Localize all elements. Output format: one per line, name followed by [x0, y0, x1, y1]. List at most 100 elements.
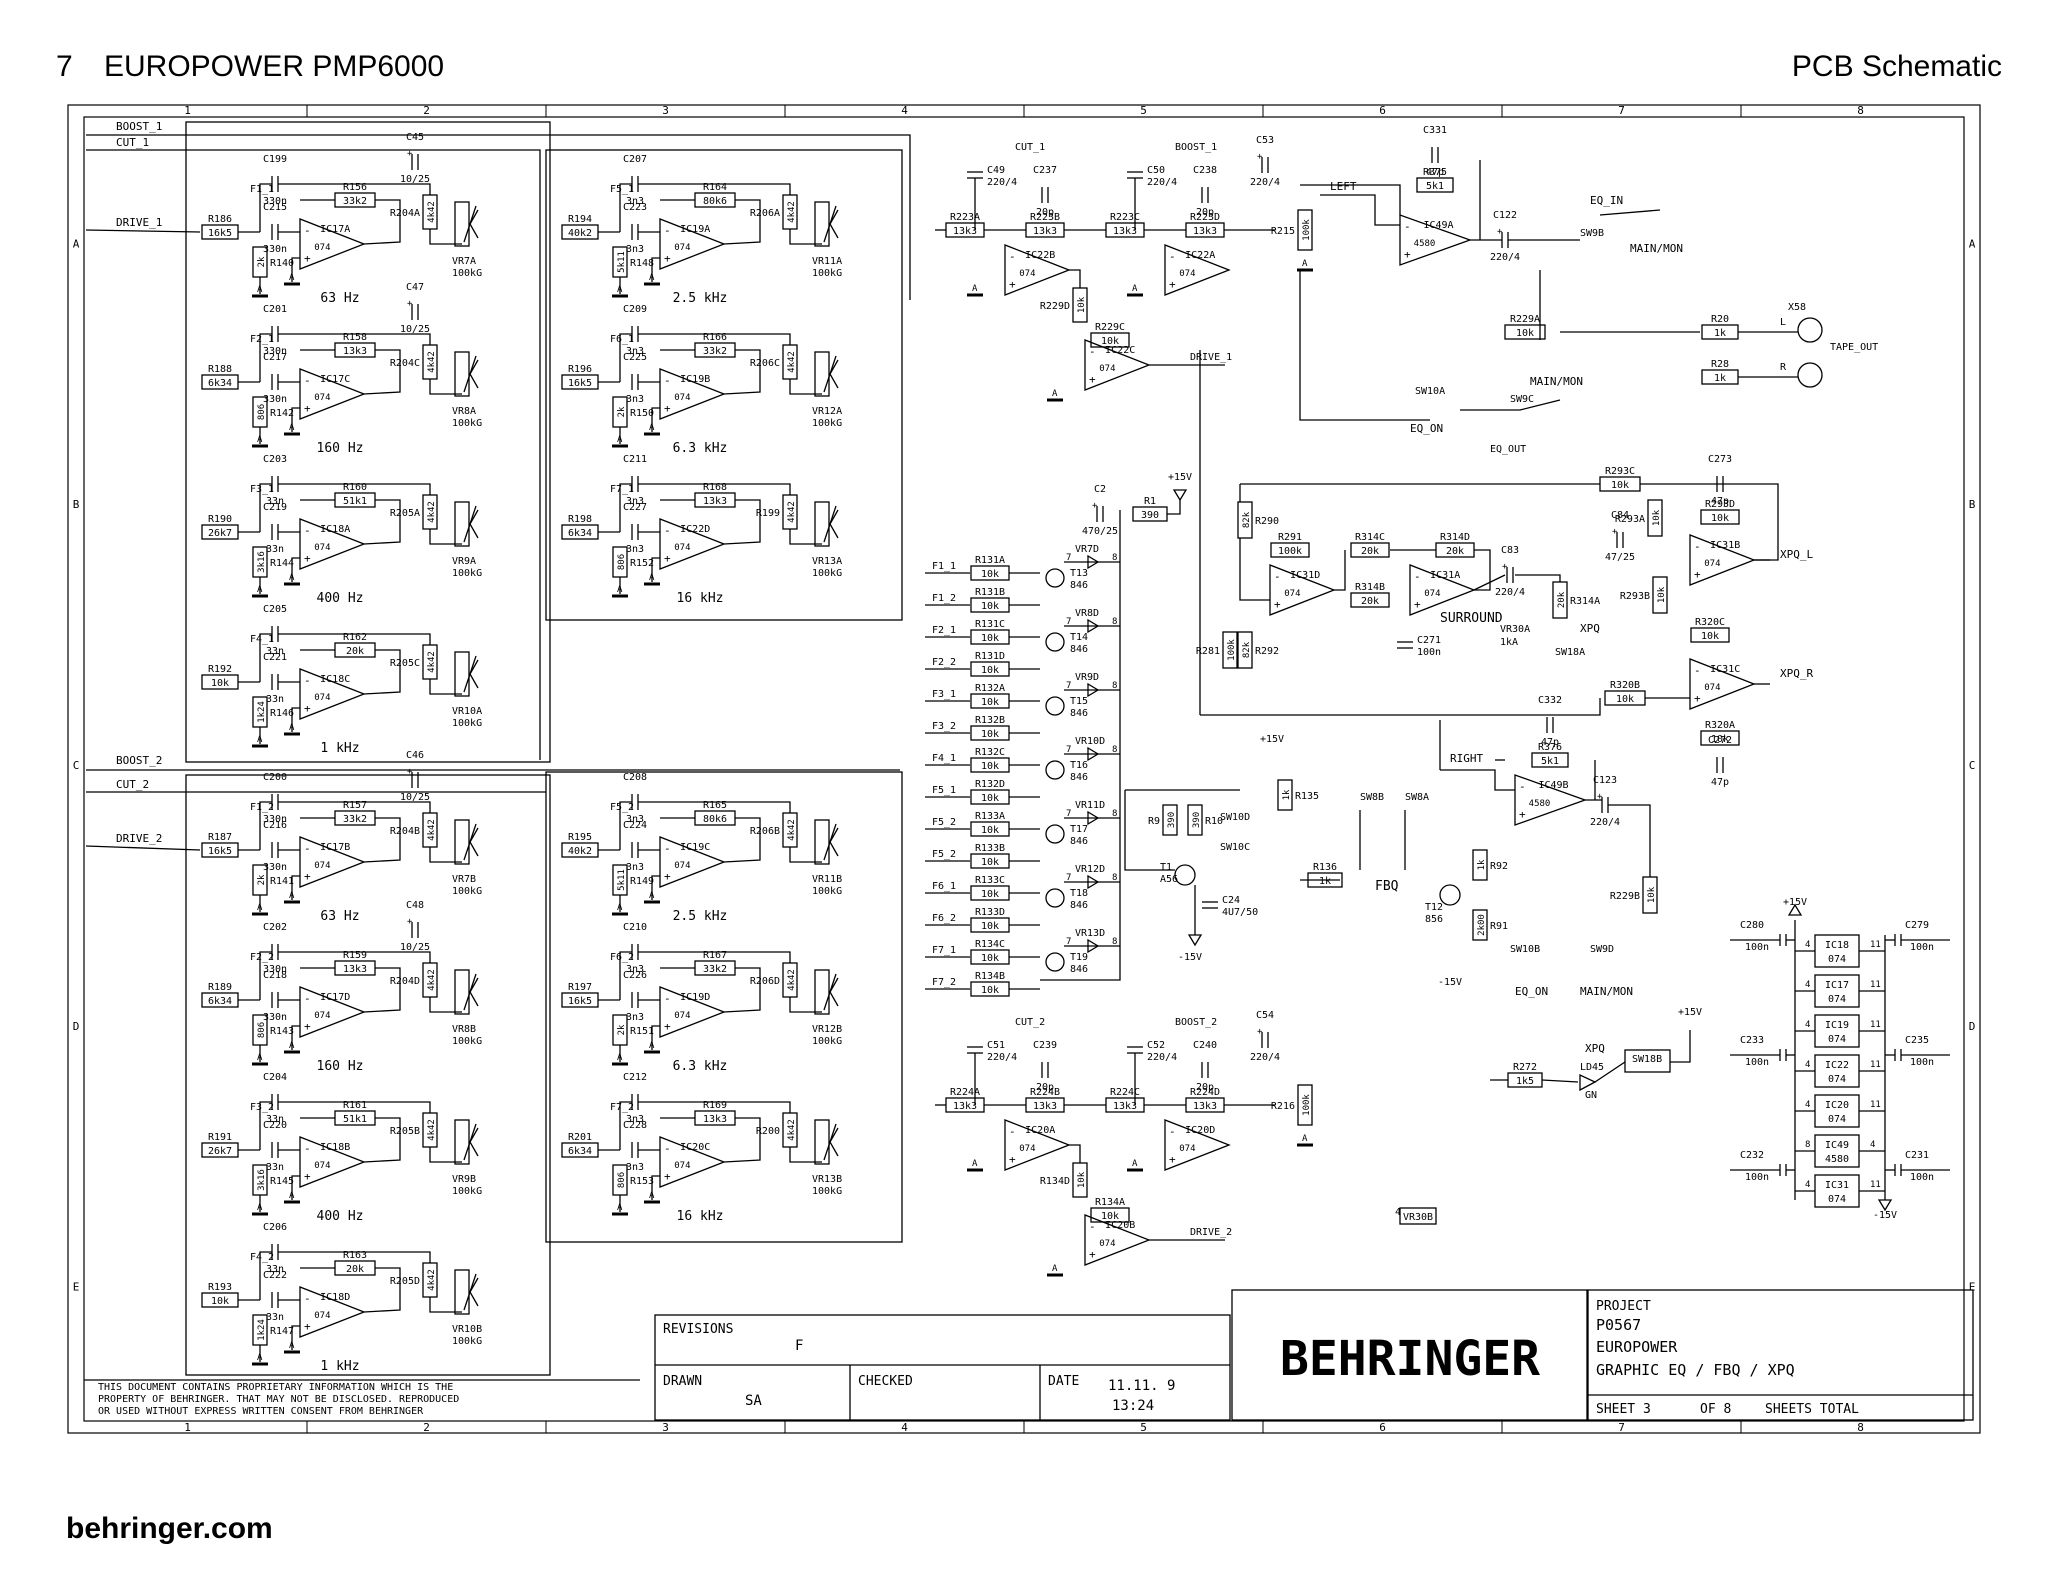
- wire: [86, 149, 541, 760]
- resistor-label: R141: [270, 876, 294, 887]
- resistor-label: R144: [270, 558, 294, 569]
- filter-frequency: 160 Hz: [317, 441, 364, 456]
- opamp-label: IC19A: [680, 224, 710, 235]
- supply-label: -15V: [1438, 977, 1462, 988]
- net-label: F3_2: [932, 721, 956, 732]
- resistor-value: 20k: [1446, 546, 1464, 557]
- filter-frequency: 6.3 kHz: [673, 441, 728, 456]
- resistor-value: 4k42: [787, 501, 797, 523]
- resistor-value: 100k: [1302, 219, 1312, 241]
- ground-label: A: [289, 891, 295, 901]
- wire: [85, 229, 201, 233]
- resistor-value: 3k16: [257, 1169, 267, 1191]
- column-label: 4: [901, 104, 908, 117]
- net-label: BOOST_2: [1175, 1017, 1217, 1028]
- opamp: [1004, 244, 1071, 296]
- resistor-value: 3k16: [257, 551, 267, 573]
- resistor-label: R216: [1271, 1101, 1295, 1112]
- resistor-label: R206B: [750, 826, 780, 837]
- opamp-minus: -: [1519, 780, 1526, 793]
- switch-label: SW9C: [1510, 394, 1534, 405]
- ground-label: A: [257, 285, 263, 295]
- resistor: [1700, 730, 1740, 746]
- pin-number: 7: [1066, 553, 1071, 563]
- wire: [651, 257, 660, 282]
- capacitor-value: 3n3: [626, 244, 644, 255]
- opamp-minus: -: [664, 224, 671, 237]
- opamp-plus: +: [664, 552, 671, 565]
- resistor: [1237, 631, 1253, 669]
- capacitor-label: C216: [263, 820, 287, 831]
- resistor-value: 10k: [981, 569, 999, 580]
- opamp-label: IC20C: [680, 1142, 710, 1153]
- net-label: F3_1: [932, 689, 956, 700]
- resistor-value: 4k42: [787, 201, 797, 223]
- wire: [463, 1273, 477, 1311]
- resistor: [1531, 752, 1569, 768]
- wire: [1515, 574, 1561, 582]
- resistor-value: 1k: [1477, 859, 1487, 870]
- capacitor-value: 220/4: [1147, 177, 1177, 188]
- resistor-value: 5k11: [617, 869, 627, 891]
- row-label: C: [73, 759, 80, 772]
- column-label: 5: [1140, 104, 1147, 117]
- opamp-plus: +: [304, 402, 311, 415]
- filter-net-label: F2_2: [250, 952, 274, 963]
- resistor-label: R132A: [975, 683, 1005, 694]
- ground-label: A: [649, 1191, 655, 1201]
- capacitor-label: C46: [406, 750, 424, 761]
- bank-box: [185, 121, 551, 763]
- resistor-label: R204C: [390, 358, 420, 369]
- pin-number: 11: [1870, 1100, 1881, 1110]
- switch-label: SW18A: [1555, 647, 1585, 658]
- wire: [400, 333, 431, 345]
- resistor: [1090, 332, 1130, 348]
- opamp-minus: -: [1414, 570, 1421, 583]
- capacitor-label: C279: [1905, 920, 1929, 931]
- capacitor-label: C220: [263, 1120, 287, 1131]
- ground-label: A: [289, 273, 295, 283]
- wire: [829, 209, 839, 239]
- supply-label: +15V: [1783, 897, 1807, 908]
- diode-label: VR12D: [1075, 864, 1105, 875]
- resistor-value: 13k3: [1033, 1101, 1057, 1112]
- net-label: F5_2: [932, 817, 956, 828]
- resistor-label: R28: [1711, 359, 1729, 370]
- wire: [829, 1127, 839, 1157]
- net-label: CUT_1: [116, 136, 149, 149]
- resistor-value: 10k: [981, 921, 999, 932]
- resistor-label: R132D: [975, 779, 1005, 790]
- resistor-value: 6k34: [208, 378, 232, 389]
- resistor-label: R134B: [975, 971, 1005, 982]
- resistor-value: 10k: [1516, 328, 1534, 339]
- wire: [429, 1297, 462, 1313]
- wire: [291, 407, 300, 432]
- wire: [463, 655, 477, 693]
- capacitor-label: C217: [263, 352, 287, 363]
- cap-polarity: +: [407, 149, 413, 159]
- opamp-label: IC18D: [320, 1292, 350, 1303]
- pot-value: 100kG: [452, 886, 482, 897]
- document-title: EUROPOWER PMP6000: [104, 50, 445, 83]
- resistor-label: R166: [703, 332, 727, 343]
- filter-net-label: F3_1: [250, 484, 274, 495]
- checked-label: CHECKED: [858, 1374, 913, 1389]
- net-label: DRIVE_2: [1190, 1227, 1232, 1238]
- resistor-value: 10k: [1611, 480, 1629, 491]
- resistor-label: R135: [1295, 791, 1319, 802]
- ground-label: A: [617, 285, 623, 295]
- opamp-plus: +: [1274, 598, 1281, 611]
- resistor-label: R320B: [1610, 680, 1640, 691]
- capacitor-label: C224: [623, 820, 647, 831]
- opamp-type: 074: [1019, 1144, 1035, 1154]
- resistor-value: 10k: [1647, 886, 1657, 903]
- opamp-minus: -: [1274, 570, 1281, 583]
- resistor-value: 10k: [981, 665, 999, 676]
- wire: [651, 1025, 660, 1050]
- filter-frequency: 160 Hz: [317, 1059, 364, 1074]
- capacitor-value: 470/25: [1082, 526, 1118, 537]
- capacitor-value: 100n: [1745, 942, 1769, 953]
- resistor-label: R201: [568, 1132, 592, 1143]
- opamp-plus: +: [1009, 278, 1016, 291]
- wire: [291, 707, 300, 732]
